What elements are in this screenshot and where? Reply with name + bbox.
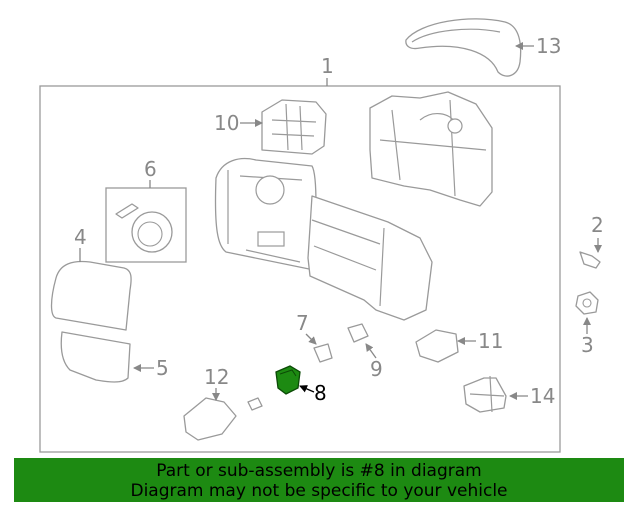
svg-text:3: 3 <box>581 333 594 357</box>
svg-text:13: 13 <box>536 34 561 58</box>
svg-text:6: 6 <box>144 157 157 181</box>
part-2-screw[interactable] <box>579 251 601 269</box>
callout-10[interactable]: 10 <box>214 111 263 135</box>
part-9-socket[interactable] <box>347 323 369 343</box>
banner-line-1: Part or sub-assembly is #8 in diagram <box>156 461 482 481</box>
svg-text:11: 11 <box>478 329 503 353</box>
callout-5[interactable]: 5 <box>133 356 169 380</box>
callout-4[interactable]: 4 <box>74 225 87 262</box>
part-14-blind-spot-module[interactable] <box>463 375 507 413</box>
svg-text:5: 5 <box>156 356 169 380</box>
callout-3[interactable]: 3 <box>581 317 594 357</box>
callout-7[interactable]: 7 <box>296 311 317 345</box>
svg-text:10: 10 <box>214 111 239 135</box>
svg-text:12: 12 <box>204 365 229 389</box>
part-3-nut[interactable] <box>575 291 599 315</box>
part-5-glass-backing-plate[interactable] <box>60 331 131 383</box>
part-info-banner: Part or sub-assembly is #8 in diagram Di… <box>14 458 624 502</box>
part-4-mirror-glass[interactable] <box>50 260 132 331</box>
svg-text:7: 7 <box>296 311 309 335</box>
part-13-mirror-cap[interactable] <box>405 18 522 77</box>
callout-2[interactable]: 2 <box>591 213 604 253</box>
assembly-frame <box>39 85 561 453</box>
callout-9[interactable]: 9 <box>365 343 383 381</box>
part-6-mirror-motor[interactable] <box>115 203 173 253</box>
callout-6[interactable]: 6 <box>144 157 157 188</box>
callout-14[interactable]: 14 <box>509 384 555 408</box>
part-10-mounting-bracket[interactable] <box>261 99 327 155</box>
svg-text:1: 1 <box>321 54 334 78</box>
banner-line-2: Diagram may not be specific to your vehi… <box>130 481 508 501</box>
part-7-connector[interactable] <box>313 343 333 363</box>
mirror-head-housing <box>214 157 317 271</box>
svg-text:8: 8 <box>314 381 327 405</box>
svg-text:2: 2 <box>591 213 604 237</box>
callout-13[interactable]: 13 <box>515 34 561 58</box>
svg-text:4: 4 <box>74 225 87 249</box>
callout-8[interactable]: 8 <box>299 381 327 405</box>
part-8-highlighted[interactable] <box>275 365 301 395</box>
part-11-spotlight-lamp[interactable] <box>415 329 459 363</box>
extension-arm <box>307 195 433 321</box>
svg-text:9: 9 <box>370 357 383 381</box>
part-6-frame <box>105 187 187 263</box>
svg-text:14: 14 <box>530 384 555 408</box>
callout-11[interactable]: 11 <box>457 329 503 353</box>
part-12-turn-signal-lamp[interactable] <box>183 397 263 441</box>
upper-housing-assembly <box>369 91 493 207</box>
callout-1[interactable]: 1 <box>321 54 334 86</box>
callout-12[interactable]: 12 <box>204 365 229 401</box>
